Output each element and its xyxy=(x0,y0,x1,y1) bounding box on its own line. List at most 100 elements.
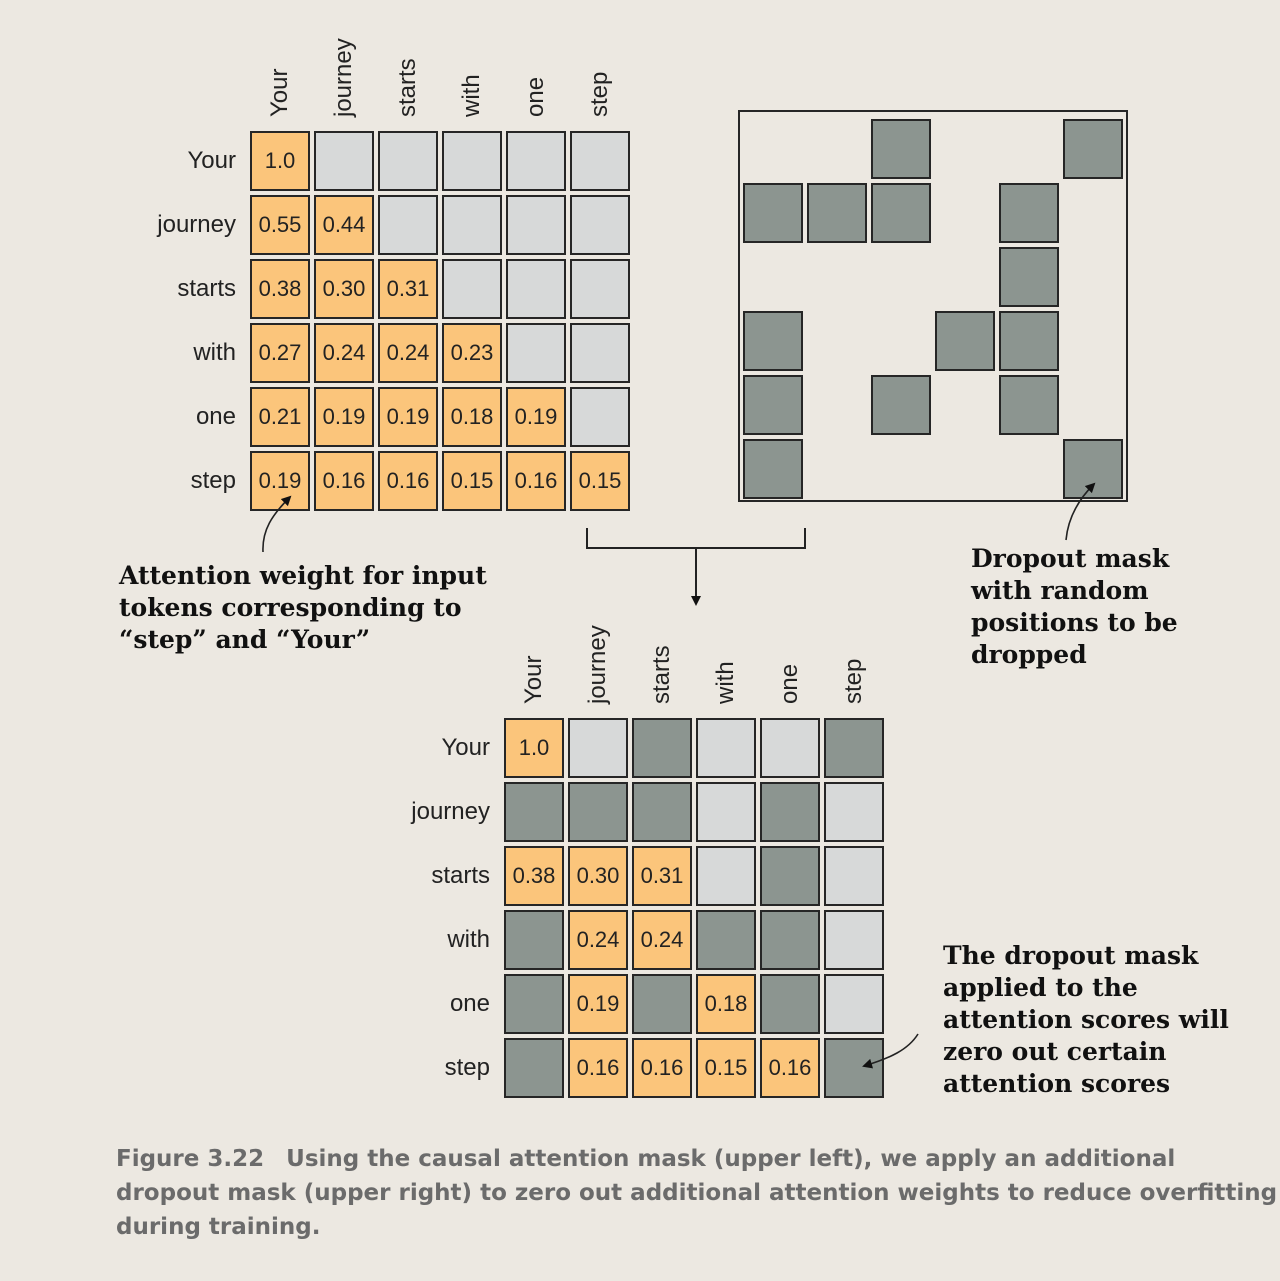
masked-cell xyxy=(442,195,502,255)
cell-value: 0.44 xyxy=(322,212,366,237)
masked-cell xyxy=(506,259,566,319)
row-label: Your xyxy=(441,734,491,761)
attention-weight-cell: 0.16 xyxy=(378,451,438,511)
cell-value: 0.16 xyxy=(576,1055,620,1080)
attention-weight-cell: 0.19 xyxy=(314,387,374,447)
cell-value: 0.18 xyxy=(704,991,748,1016)
attention-weight-cell: 0.31 xyxy=(632,846,692,906)
dropped-cell xyxy=(504,974,564,1034)
merge-bracket xyxy=(586,528,806,549)
caption-line: during training. xyxy=(116,1214,321,1240)
cell-value: 0.24 xyxy=(640,927,684,952)
attention-weight-cell: 0.19 xyxy=(568,974,628,1034)
attention-weight-cell: 0.15 xyxy=(570,451,630,511)
applied-mask-annotation: The dropout mask applied to the attentio… xyxy=(943,940,1229,1100)
figure-number: Figure 3.22 xyxy=(116,1146,265,1172)
dropped-position-cell xyxy=(743,183,803,243)
masked-cell xyxy=(570,259,630,319)
dropped-position-cell xyxy=(743,375,803,435)
figure-caption: Figure 3.22 Using the causal attention ma… xyxy=(116,1142,1278,1244)
dropped-cell xyxy=(632,718,692,778)
cell-value: 0.19 xyxy=(322,404,366,429)
cell-value: 0.27 xyxy=(258,340,302,365)
attention-weight-cell: 0.55 xyxy=(250,195,310,255)
annotation-line: Attention weight for input xyxy=(119,561,487,590)
cell-value: 0.16 xyxy=(768,1055,812,1080)
masked-cell xyxy=(570,387,630,447)
dropped-cell xyxy=(824,718,884,778)
dropped-position-cell xyxy=(743,311,803,371)
masked-cell xyxy=(378,131,438,191)
masked-cell xyxy=(570,323,630,383)
cell-value: 0.19 xyxy=(576,991,620,1016)
attention-weight-cell: 0.38 xyxy=(504,846,564,906)
masked-cell xyxy=(824,974,884,1034)
attention-weight-cell: 0.15 xyxy=(696,1038,756,1098)
row-label: one xyxy=(449,990,490,1017)
dropout-mask-frame xyxy=(738,110,1128,502)
masked-cell xyxy=(570,131,630,191)
row-label: with xyxy=(447,926,490,953)
cell-value: 0.24 xyxy=(576,927,620,952)
attention-weight-cell: 0.18 xyxy=(696,974,756,1034)
masked-cell xyxy=(506,195,566,255)
dropped-position-cell xyxy=(935,311,995,371)
dropped-position-cell xyxy=(807,183,867,243)
cell-value: 0.19 xyxy=(514,404,558,429)
cell-value: 0.31 xyxy=(640,863,684,888)
dropped-position-cell xyxy=(999,183,1059,243)
attention-weight-cell: 0.21 xyxy=(250,387,310,447)
annotation-line: “step” and “Your” xyxy=(119,625,371,654)
masked-cell xyxy=(506,131,566,191)
masked-cell xyxy=(696,846,756,906)
dropped-position-cell xyxy=(999,247,1059,307)
attention-weight-annotation: Attention weight for input tokens corres… xyxy=(119,560,487,656)
row-label: step xyxy=(444,1054,490,1081)
cell-value: 0.19 xyxy=(258,468,302,493)
cell-value: 1.0 xyxy=(264,148,296,173)
attention-weight-cell: 0.15 xyxy=(442,451,502,511)
attention-weight-cell: 0.16 xyxy=(314,451,374,511)
dropped-cell xyxy=(824,1038,884,1098)
annotation-line: attention scores xyxy=(943,1069,1171,1098)
cell-value: 0.16 xyxy=(640,1055,684,1080)
attention-weight-cell: 0.16 xyxy=(632,1038,692,1098)
masked-cell xyxy=(442,259,502,319)
dropped-cell xyxy=(568,782,628,842)
masked-cell xyxy=(378,195,438,255)
annotation-line: applied to the xyxy=(943,973,1138,1002)
attention-weight-cell: 0.19 xyxy=(506,387,566,447)
attention-weight-cell: 0.23 xyxy=(442,323,502,383)
attention-weight-cell: 0.19 xyxy=(250,451,310,511)
row-label: journey xyxy=(411,798,490,825)
annotation-line: zero out certain xyxy=(943,1037,1167,1066)
attention-weight-cell: 1.0 xyxy=(504,718,564,778)
caption-line: dropout mask (upper right) to zero out a… xyxy=(116,1180,1278,1206)
dropped-cell xyxy=(504,782,564,842)
attention-weight-cell: 0.24 xyxy=(632,910,692,970)
dropped-cell xyxy=(504,1038,564,1098)
dropped-cell xyxy=(760,910,820,970)
annotation-line: with random xyxy=(971,576,1149,605)
cell-value: 0.31 xyxy=(386,276,430,301)
caption-line: Using the causal attention mask (upper l… xyxy=(286,1146,1176,1172)
attention-weight-cell: 0.16 xyxy=(760,1038,820,1098)
dropped-cell xyxy=(632,782,692,842)
masked-cell xyxy=(570,195,630,255)
dropped-position-cell xyxy=(999,311,1059,371)
cell-value: 0.55 xyxy=(258,212,302,237)
row-label: starts xyxy=(431,862,490,889)
attention-weight-cell: 0.30 xyxy=(568,846,628,906)
attention-weight-cell: 0.16 xyxy=(506,451,566,511)
dropout-mask-pointer xyxy=(1065,482,1096,541)
annotation-line: tokens corresponding to xyxy=(119,593,462,622)
cell-value: 0.21 xyxy=(258,404,302,429)
dropped-cell xyxy=(760,782,820,842)
masked-cell xyxy=(824,910,884,970)
cell-value: 0.23 xyxy=(450,340,494,365)
attention-weight-cell: 0.24 xyxy=(314,323,374,383)
annotation-line: Dropout mask xyxy=(971,544,1170,573)
attention-weight-cell: 0.24 xyxy=(378,323,438,383)
